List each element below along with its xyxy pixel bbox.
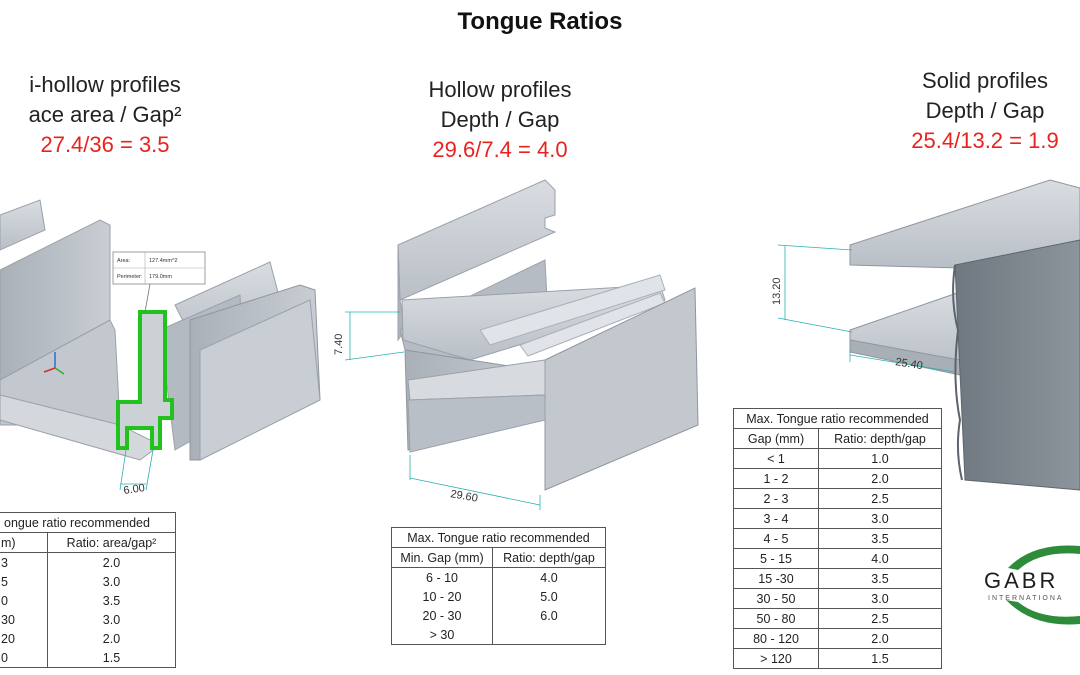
semi-hollow-profile: Area: 127.4mm^2 Perimeter: 179.0mm 6.00	[0, 199, 321, 497]
solid-table-col1: Gap (mm)	[733, 428, 819, 449]
solid-table-title: Max. Tongue ratio recommended	[733, 408, 942, 429]
semi-hollow-ratio-table: ongue ratio recommended m) Ratio: area/g…	[0, 512, 176, 668]
table-cell: 6 - 10	[391, 567, 493, 587]
solid-depth-dimension: 25.40	[895, 356, 924, 372]
table-cell: 2.5	[818, 488, 942, 509]
table-cell: 0	[0, 648, 48, 668]
table-cell: 50 - 80	[733, 608, 819, 629]
table-cell: 2.5	[818, 608, 942, 629]
logo-swoosh-icon	[1006, 545, 1080, 625]
table-cell: 3.0	[818, 588, 942, 609]
semi-hollow-subtitle: ace area / Gap²	[28, 102, 182, 127]
hollow-subtitle: Depth / Gap	[440, 107, 560, 132]
table-cell: 3.5	[818, 568, 942, 589]
logo-subtext: INTERNATIONA	[988, 595, 1064, 602]
table-cell: 2.0	[818, 628, 942, 649]
table-cell: 1.5	[47, 648, 176, 668]
table-cell: 0	[0, 591, 48, 610]
table-cell	[492, 625, 606, 645]
table-cell: 3.0	[47, 610, 176, 629]
table-cell: > 30	[391, 625, 493, 645]
table-cell: > 120	[733, 648, 819, 669]
table-cell: 6.0	[492, 606, 606, 625]
table-cell: 10 - 20	[391, 587, 493, 606]
semi-gap-dimension: 6.00	[123, 482, 146, 497]
table-cell: 1.5	[818, 648, 942, 669]
table-cell: 2.0	[47, 629, 176, 648]
callout-perimeter-value: 179.0mm	[149, 274, 172, 280]
table-cell: 80 - 120	[733, 628, 819, 649]
table-cell: 4.0	[492, 567, 606, 587]
logo-name: GABR	[984, 568, 1059, 593]
hollow-ratio-table: Max. Tongue ratio recommended Min. Gap (…	[391, 527, 606, 645]
table-cell: 5	[0, 572, 48, 591]
hollow-title: Hollow profiles	[428, 77, 572, 102]
solid-profile: 13.20 25.40	[771, 179, 1080, 491]
callout-area-value: 127.4mm^2	[149, 258, 178, 264]
hollow-header: Hollow profiles Depth / Gap 29.6/7.4 = 4…	[370, 75, 630, 165]
table-cell: 5 - 15	[733, 548, 819, 569]
semi-hollow-title: i-hollow profiles	[29, 72, 181, 97]
semi-table-col1: m)	[0, 532, 48, 553]
table-cell: 1 - 2	[733, 468, 819, 489]
semi-table-title: ongue ratio recommended	[0, 512, 176, 533]
table-cell: 4.0	[818, 548, 942, 569]
solid-title: Solid profiles	[922, 68, 1048, 93]
solid-subtitle: Depth / Gap	[925, 98, 1045, 123]
table-cell: 2.0	[818, 468, 942, 489]
table-cell: 3.5	[47, 591, 176, 610]
table-cell: 15 -30	[733, 568, 819, 589]
table-cell: 20 - 30	[391, 606, 493, 625]
page-title: Tongue Ratios	[457, 8, 623, 35]
table-cell: < 1	[733, 448, 819, 469]
table-cell: 5.0	[492, 587, 606, 606]
callout-perimeter-label: Perimeter:	[117, 274, 143, 280]
hollow-formula: 29.6/7.4 = 4.0	[432, 137, 568, 162]
table-cell: 2.0	[47, 552, 176, 572]
hollow-gap-dimension: 7.40	[333, 334, 345, 355]
solid-header: Solid profiles Depth / Gap 25.4/13.2 = 1…	[855, 66, 1080, 156]
solid-gap-dimension: 13.20	[771, 277, 783, 305]
company-logo: GABR INTERNATIONA	[978, 540, 1080, 630]
hollow-table-col1: Min. Gap (mm)	[391, 547, 493, 568]
solid-ratio-table: Max. Tongue ratio recommended Gap (mm) R…	[733, 408, 942, 669]
table-cell: 3	[0, 552, 48, 572]
semi-table-col2: Ratio: area/gap²	[47, 532, 176, 553]
table-cell: 3.0	[47, 572, 176, 591]
table-cell: 20	[0, 629, 48, 648]
table-cell: 1.0	[818, 448, 942, 469]
table-cell: 30 - 50	[733, 588, 819, 609]
callout-area-label: Area:	[117, 258, 131, 264]
hollow-table-col2: Ratio: depth/gap	[492, 547, 606, 568]
semi-hollow-header: i-hollow profiles ace area / Gap² 27.4/3…	[0, 70, 270, 160]
table-cell: 2 - 3	[733, 488, 819, 509]
table-cell: 3.0	[818, 508, 942, 529]
table-cell: 4 - 5	[733, 528, 819, 549]
table-cell: 30	[0, 610, 48, 629]
hollow-table-title: Max. Tongue ratio recommended	[391, 527, 606, 548]
solid-formula: 25.4/13.2 = 1.9	[911, 128, 1059, 153]
solid-table-col2: Ratio: depth/gap	[818, 428, 942, 449]
semi-hollow-formula: 27.4/36 = 3.5	[40, 132, 170, 157]
table-cell: 3.5	[818, 528, 942, 549]
hollow-depth-dimension: 29.60	[449, 488, 478, 505]
hollow-profile: 7.40 29.60	[333, 179, 699, 510]
table-cell: 3 - 4	[733, 508, 819, 529]
